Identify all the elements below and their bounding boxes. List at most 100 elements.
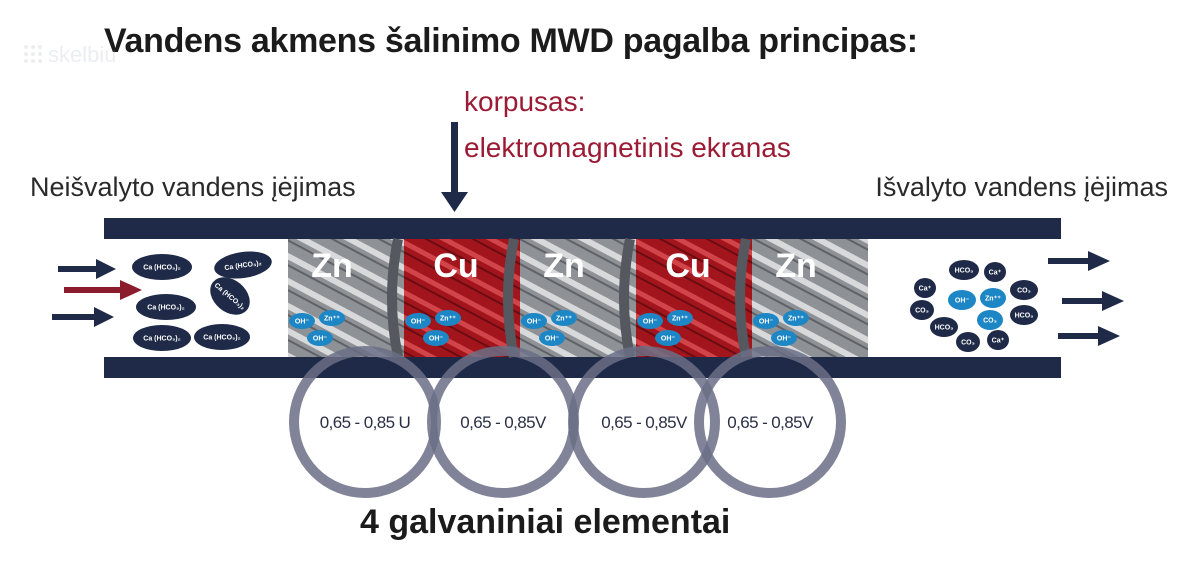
- ion-bubble: OH⁻: [307, 330, 333, 346]
- inlet-ion: Ca (HCO₃)₂: [214, 251, 272, 279]
- ion-label: HCO₃: [935, 325, 954, 332]
- galvanic-element: 0,65 - 0,85V: [694, 346, 846, 498]
- housing-label-line-2: elektromagnetinis ekranas: [464, 132, 791, 163]
- inlet-ion: Ca (HCO₃)₂: [136, 294, 196, 320]
- voltage-label: 0,65 - 0,85V: [601, 413, 688, 432]
- ion-label: OH⁻: [411, 319, 426, 326]
- inlet-arrows: [52, 259, 142, 327]
- inlet-label: Neišvalyto vandens įėjimas: [30, 172, 356, 202]
- ion-label: Zn⁺⁺: [556, 316, 572, 323]
- ion-bubble: OH⁻: [423, 330, 449, 346]
- ion-label: Ca (HCO₃)₂: [143, 265, 180, 272]
- inlet-ion: Ca (HCO₃)₂: [133, 325, 191, 351]
- ion-bubble: OH⁻: [655, 330, 681, 346]
- ion-label: Zn⁺⁺: [788, 316, 804, 323]
- outlet-ion: HCO₃: [949, 260, 979, 280]
- outlet-ion: Ca⁺: [987, 330, 1009, 350]
- ion-label: Zn⁺⁺: [440, 316, 456, 323]
- housing-label-line-1: korpusas:: [464, 86, 586, 117]
- ion-bubble: Zn⁺⁺: [551, 310, 577, 326]
- ion-label: OH⁻: [643, 319, 658, 326]
- segment-divider: [735, 238, 751, 358]
- ion-bubble: OH⁻: [539, 330, 565, 346]
- ion-bubble: Zn⁺⁺: [667, 310, 693, 326]
- ion-bubble: OH⁻: [753, 313, 779, 329]
- outlet-arrows: [1048, 251, 1124, 346]
- watermark: skelbiu: [24, 42, 116, 67]
- outlet-ion: CO₃: [910, 300, 934, 320]
- outlet-arrow-icon: [1058, 326, 1120, 346]
- inlet-ion: Ca (HCO₃)₂: [210, 277, 250, 315]
- ion-bubble: Zn⁺⁺: [319, 310, 345, 326]
- inlet-arrow-icon: [64, 280, 142, 300]
- outlet-ion: OH⁻: [948, 290, 976, 310]
- ion-label: Zn⁺⁺: [672, 316, 688, 323]
- pipe-top-wall: [104, 218, 1061, 239]
- outlet-label: Išvalyto vandens įėjimas: [875, 172, 1168, 202]
- outlet-ion: HCO₃: [930, 317, 958, 337]
- electrode-label: Cu: [433, 247, 478, 285]
- ion-bubble: OH⁻: [637, 313, 663, 329]
- electrode-segments: ZnOH⁻Zn⁺⁺OH⁻CuOH⁻Zn⁺⁺OH⁻ZnOH⁻Zn⁺⁺OH⁻CuOH…: [288, 238, 868, 358]
- ion-bubble: OH⁻: [405, 313, 431, 329]
- outlet-ion: Ca⁺: [914, 278, 936, 298]
- outlet-ion: CO₃: [956, 332, 980, 352]
- outlet-ion: CO₃: [977, 310, 1003, 330]
- ion-bubble: OH⁻: [521, 313, 547, 329]
- outlet-ion: HCO₃: [1010, 305, 1038, 325]
- ion-label: HCO₃: [1015, 313, 1034, 320]
- voltage-label: 0,65 - 0,85V: [460, 413, 547, 432]
- ion-label: OH⁻: [759, 319, 774, 326]
- ion-label: Zn⁺⁺: [985, 296, 1001, 303]
- segment-divider: [619, 238, 635, 358]
- page-title: Vandens akmens šalinimo MWD pagalba prin…: [104, 22, 918, 60]
- watermark-logo-icon: [24, 45, 42, 63]
- ion-label: OH⁻: [955, 298, 970, 305]
- electrode-label: Zn: [775, 247, 817, 285]
- pipe-bottom-wall: [104, 357, 1061, 378]
- galvanic-element: 0,65 - 0,85V: [568, 346, 720, 498]
- segment-divider: [503, 238, 519, 358]
- ion-label: Zn⁺⁺: [324, 316, 340, 323]
- watermark-text: skelbiu: [48, 42, 116, 67]
- ion-label: OH⁻: [429, 336, 444, 343]
- ion-label: Ca (HCO₃)₂: [203, 335, 240, 342]
- inlet-arrow-icon: [58, 259, 116, 279]
- inlet-ion: Ca (HCO₃)₂: [194, 324, 250, 350]
- ion-label: CO₃: [915, 308, 929, 315]
- electrode-label: Cu: [665, 247, 710, 285]
- ion-bubble: OH⁻: [771, 330, 797, 346]
- outlet-ion: Zn⁺⁺: [980, 288, 1006, 308]
- outlet-ion: Ca⁺: [984, 262, 1006, 282]
- voltage-label: 0,65 - 0,85 U: [320, 413, 410, 432]
- galvanic-elements: 0,65 - 0,85 U 0,65 - 0,85V 0,65 - 0,85V 0,6…: [289, 346, 846, 498]
- galvanic-elements-label: 4 galvaniniai elementai: [360, 503, 731, 541]
- electrode-label: Zn: [543, 247, 585, 285]
- ion-label: HCO₃: [955, 268, 974, 275]
- outlet-arrow-icon: [1048, 251, 1110, 271]
- ion-label: OH⁻: [545, 336, 560, 343]
- segment-divider: [387, 238, 403, 358]
- ion-label: CO₃: [961, 340, 975, 347]
- inlet-ion: Ca (HCO₃)₂: [132, 254, 192, 280]
- ion-label: Ca (HCO₃)₂: [147, 305, 184, 312]
- inlet-arrow-icon: [52, 307, 114, 327]
- ion-label: Ca⁺: [989, 270, 1002, 277]
- electrode-label: Zn: [311, 247, 353, 285]
- ion-label: CO₃: [1017, 288, 1031, 295]
- housing-arrow-icon: [441, 122, 468, 212]
- ion-bubble: Zn⁺⁺: [783, 310, 809, 326]
- outlet-ion: CO₃: [1010, 280, 1038, 300]
- ion-label: OH⁻: [777, 336, 792, 343]
- ion-label: OH⁻: [527, 319, 542, 326]
- outlet-arrow-icon: [1062, 291, 1124, 311]
- ion-bubble: Zn⁺⁺: [435, 310, 461, 326]
- ion-label: Ca (HCO₃)₂: [143, 336, 180, 343]
